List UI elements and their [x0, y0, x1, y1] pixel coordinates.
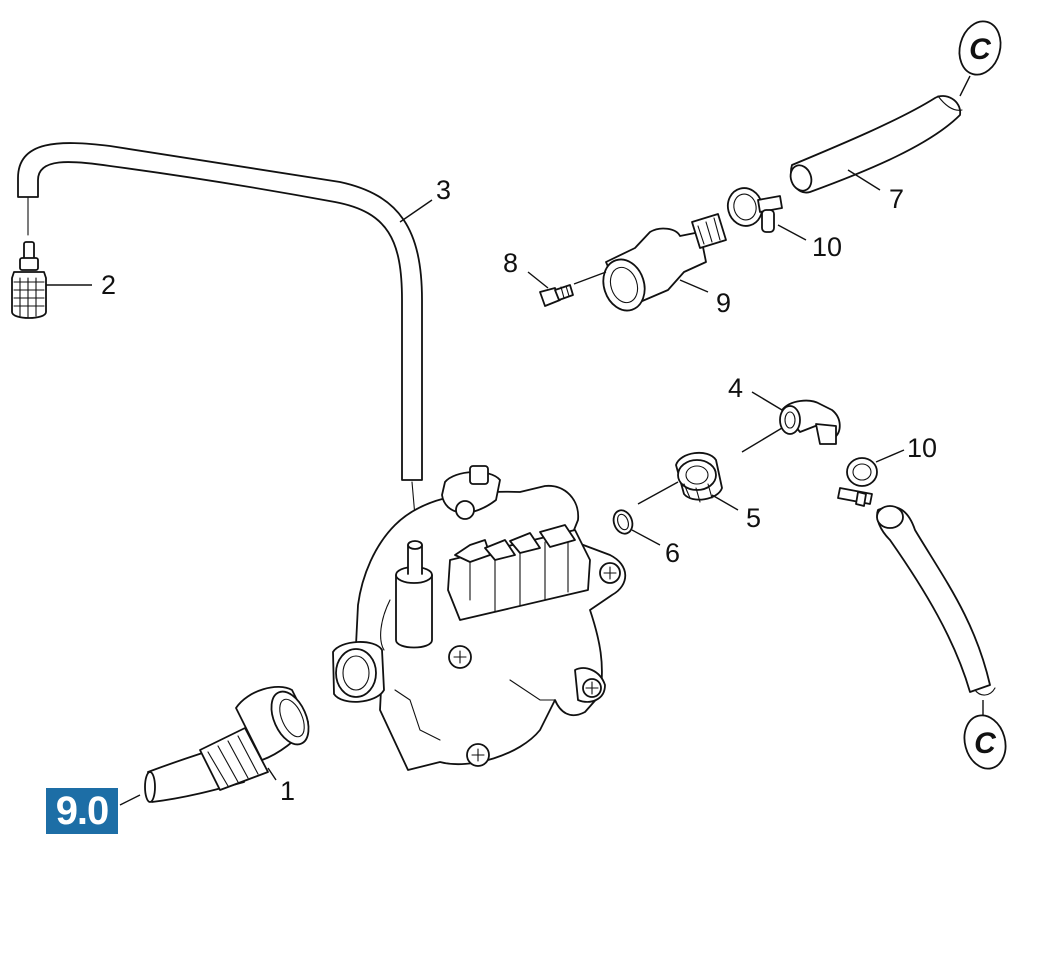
callout-4: 4	[728, 373, 743, 403]
callout-1: 1	[280, 776, 295, 806]
bolt-part-8	[539, 284, 574, 307]
callout-6: 6	[665, 538, 680, 568]
callout-8: 8	[503, 248, 518, 278]
union-nut-part-5	[675, 451, 723, 503]
upper-clamp-part-10	[726, 187, 783, 233]
elbow-part-4	[779, 399, 841, 445]
reference-marker-bottom: C	[963, 700, 1007, 770]
strainer-part-2	[11, 241, 47, 319]
pump-housing	[332, 465, 627, 771]
callout-10-upper: 10	[812, 232, 842, 262]
callout-10-lower: 10	[907, 433, 937, 463]
callout-5: 5	[746, 503, 761, 533]
callouts: 1 2 3 4 5 6 7 8 9 10 10	[101, 175, 937, 806]
o-ring-part-6	[612, 509, 634, 535]
lower-hose-assembly	[837, 457, 996, 696]
svg-text:C: C	[969, 33, 992, 66]
inlet-hose-part-1	[144, 686, 310, 803]
reference-marker-top: C	[958, 20, 1002, 97]
upper-hose-part-7	[789, 95, 963, 194]
callout-3: 3	[436, 175, 451, 205]
callout-2: 2	[101, 270, 116, 300]
section-badge: 9.0	[46, 788, 118, 834]
outlet-connector-part-9	[602, 213, 727, 312]
leader-lines	[46, 169, 905, 806]
hose-part-3	[17, 142, 423, 529]
svg-text:C: C	[974, 727, 997, 760]
callout-9: 9	[716, 288, 731, 318]
callout-7: 7	[889, 184, 904, 214]
